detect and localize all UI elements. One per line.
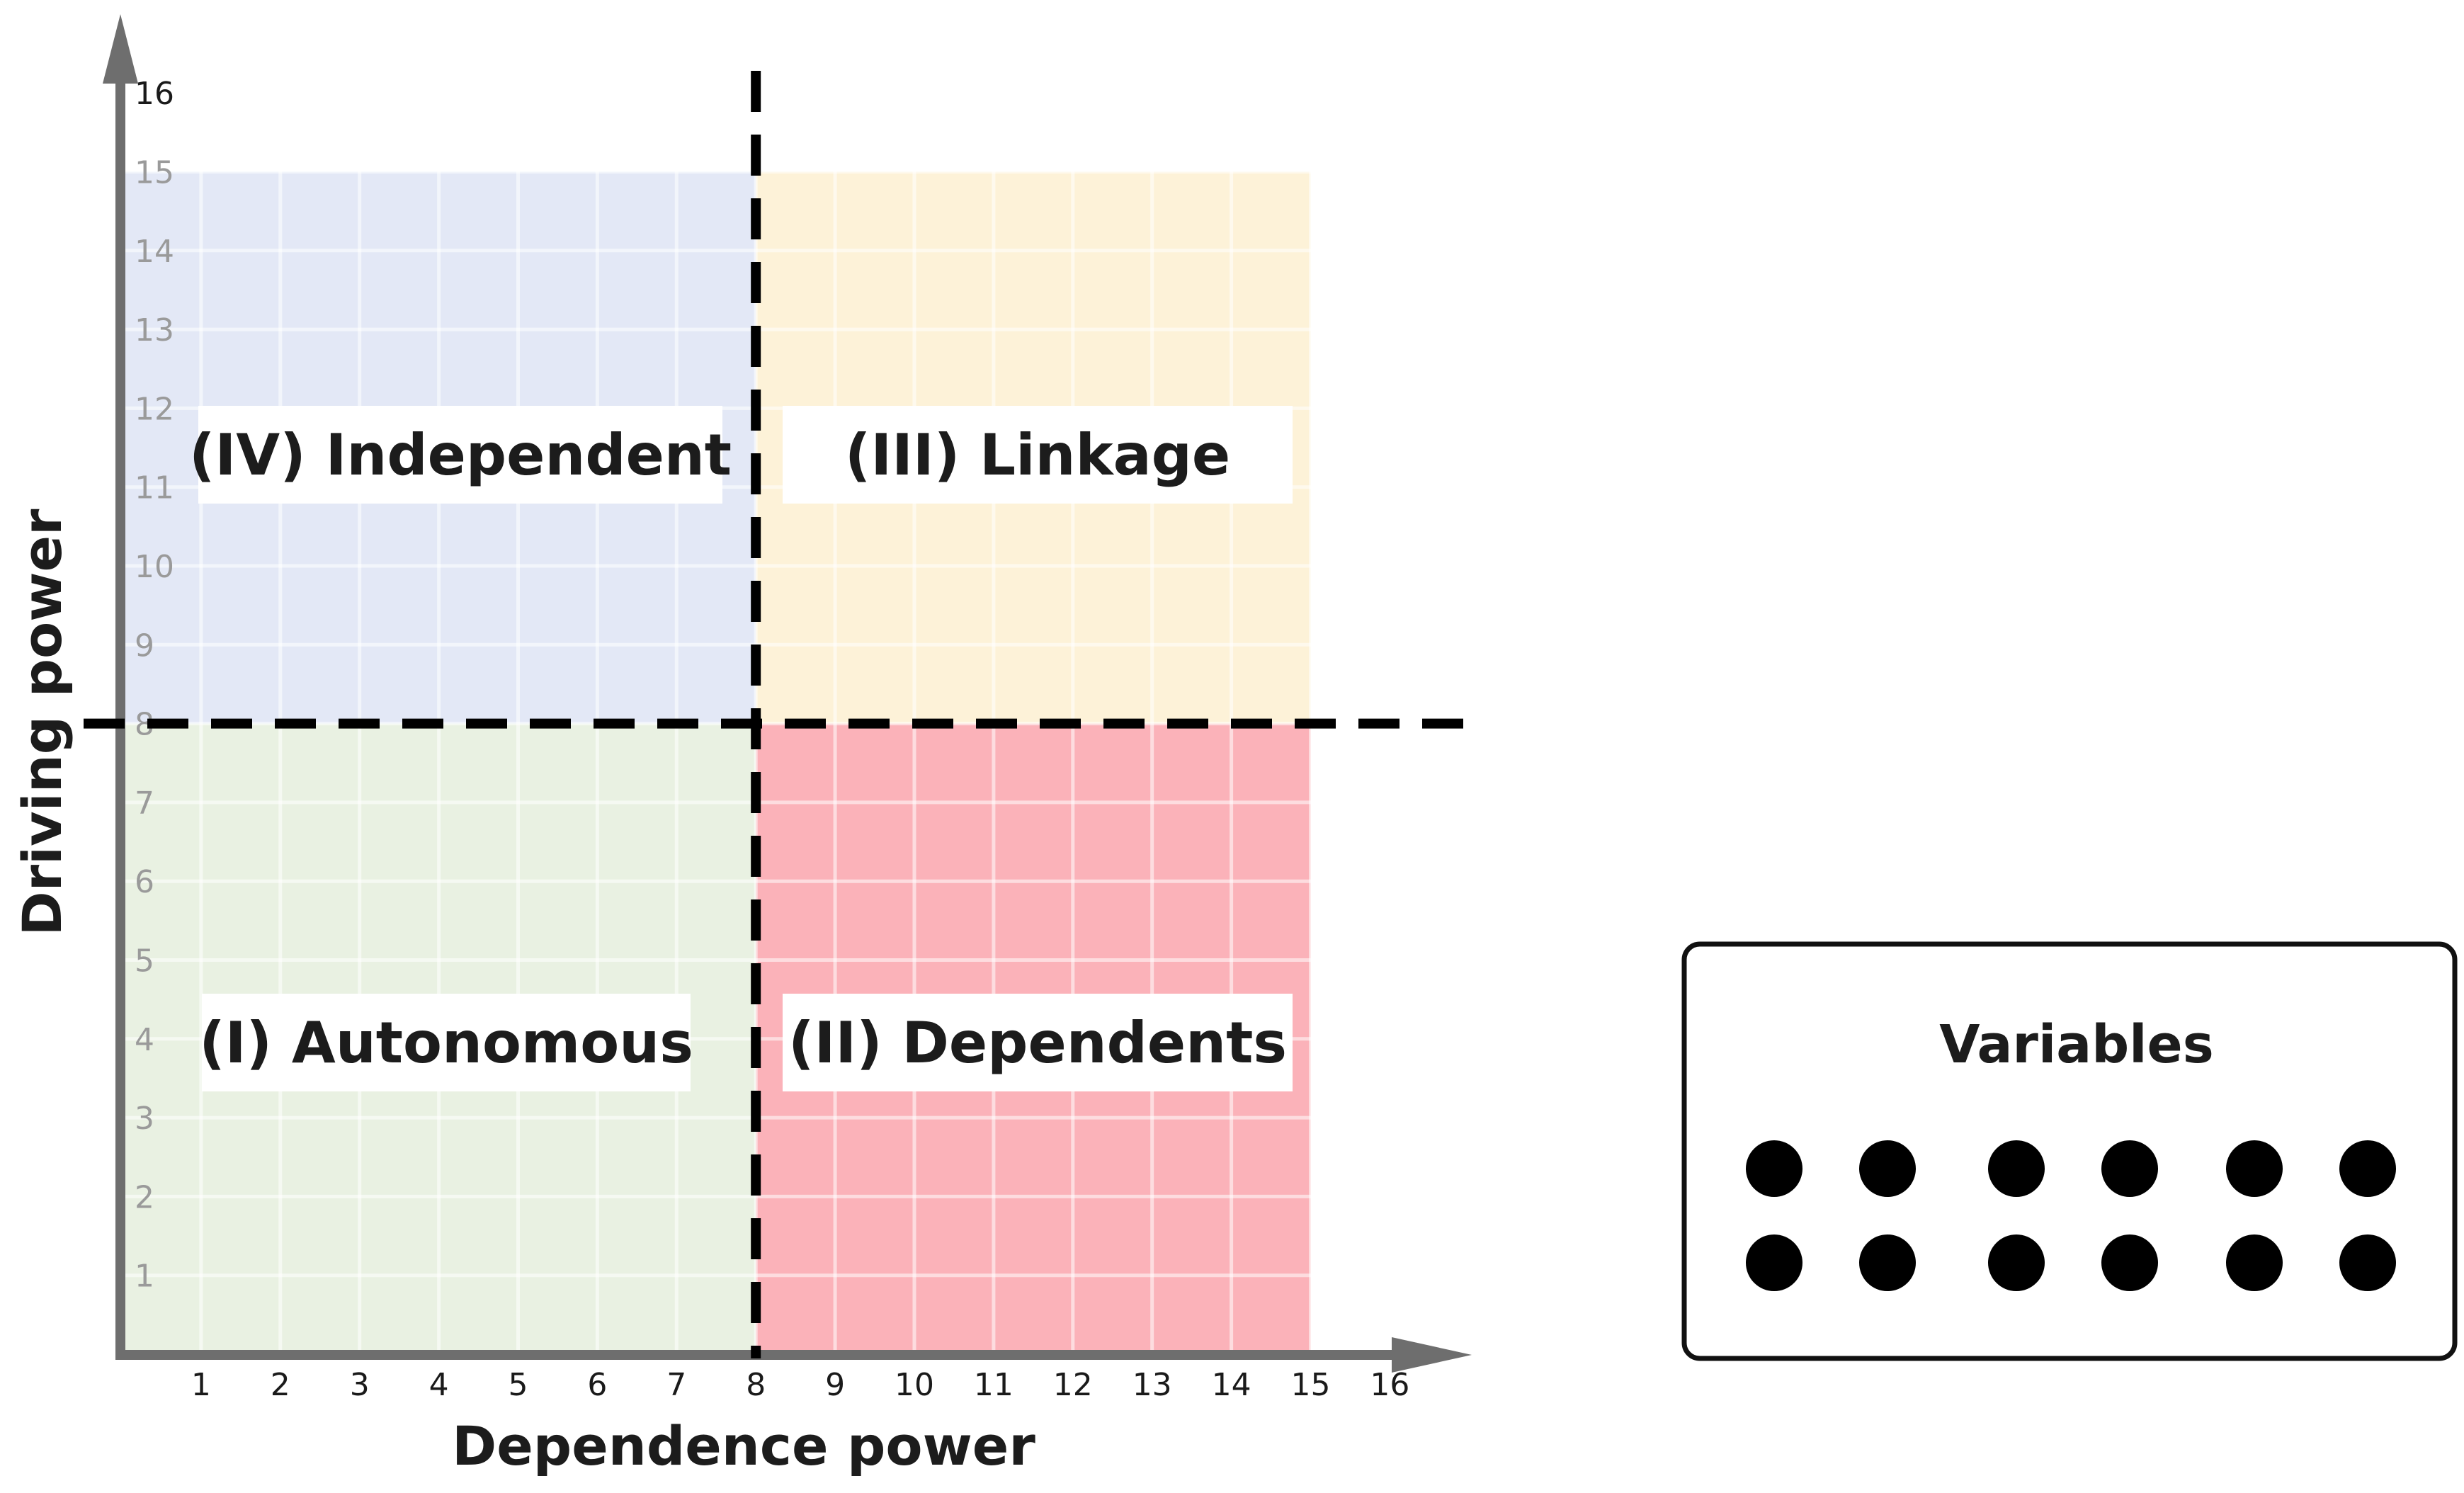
- y-tick-label: 13: [135, 312, 174, 348]
- label-linkage: (III) Linkage: [845, 422, 1230, 488]
- y-tick-label: 9: [135, 628, 154, 664]
- x-tick-label: 6: [587, 1367, 607, 1403]
- x-tick-label: 2: [271, 1367, 290, 1403]
- x-axis-title: Dependence power: [452, 1414, 1035, 1477]
- x-tick-label: 8: [746, 1367, 766, 1403]
- variable-dot: [2339, 1140, 2396, 1197]
- x-tick-label: 14: [1212, 1367, 1251, 1403]
- y-tick-label: 12: [135, 391, 174, 427]
- legend-box: [1681, 941, 2458, 1361]
- variable-dot: [1859, 1234, 1916, 1291]
- label-dependents-box: [783, 994, 1293, 1091]
- x-tick-label: 11: [974, 1367, 1014, 1403]
- x-tick-label: 9: [825, 1367, 845, 1403]
- y-tick-label: 1: [135, 1259, 154, 1295]
- x-tick-label: 3: [350, 1367, 370, 1403]
- variable-dot: [2101, 1234, 2158, 1291]
- y-tick-label: 6: [135, 864, 154, 900]
- y-tick-label: 11: [135, 470, 174, 506]
- legend-title: Variables: [1939, 1014, 2214, 1075]
- variables-legend: Variables: [1681, 941, 2458, 1361]
- variable-dot: [2226, 1234, 2283, 1291]
- y-tick-label: 7: [135, 785, 154, 822]
- y-tick-label: 5: [135, 943, 154, 980]
- y-tick-label: 14: [135, 234, 174, 270]
- variable-dot: [2226, 1140, 2283, 1197]
- variable-dot: [1988, 1234, 2045, 1291]
- x-tick-label: 1: [191, 1367, 211, 1403]
- label-autonomous-box: [202, 994, 691, 1091]
- y-tick-label: 2: [135, 1179, 154, 1215]
- y-tick-label: 4: [135, 1022, 154, 1058]
- threshold-lines: [84, 71, 1467, 1358]
- y-axis-arrow-icon: [103, 14, 138, 84]
- label-dependents: (II) Dependents: [788, 1010, 1287, 1076]
- x-tick-label: 16: [1370, 1367, 1409, 1403]
- quadrant-backgrounds: [122, 171, 1311, 1354]
- x-tick-label: 15: [1291, 1367, 1331, 1403]
- y-axis-title: Driving power: [11, 509, 74, 936]
- label-independent: (IV) Independent: [189, 422, 732, 488]
- y-tick-label: 16: [135, 76, 174, 112]
- variable-dot: [1746, 1234, 1802, 1291]
- x-tick-label: 5: [509, 1367, 528, 1403]
- variable-dot: [1988, 1140, 2045, 1197]
- x-tick-label: 12: [1053, 1367, 1093, 1403]
- label-linkage-box: [783, 406, 1293, 504]
- label-independent-box: [198, 406, 722, 504]
- x-tick-label: 4: [429, 1367, 449, 1403]
- x-tick-label: 13: [1132, 1367, 1172, 1403]
- y-tick-label: 10: [135, 549, 174, 585]
- variable-dot: [1746, 1140, 1802, 1197]
- variable-dot: [2339, 1234, 2396, 1291]
- quadrant-labels: (IV) Independent (III) Linkage (I) Autonom…: [189, 406, 1293, 1091]
- y-tick-label: 15: [135, 155, 174, 191]
- variable-dot: [2101, 1140, 2158, 1197]
- y-tick-label: 3: [135, 1101, 154, 1137]
- x-axis-arrow-icon: [1392, 1337, 1472, 1373]
- variable-dot: [1859, 1140, 1916, 1197]
- x-tick-label: 7: [666, 1367, 686, 1403]
- x-tick-label: 10: [895, 1367, 934, 1403]
- label-autonomous: (I) Autonomous: [199, 1010, 693, 1076]
- grid-lines: [122, 170, 1312, 1354]
- legend-markers: [1746, 1140, 2396, 1291]
